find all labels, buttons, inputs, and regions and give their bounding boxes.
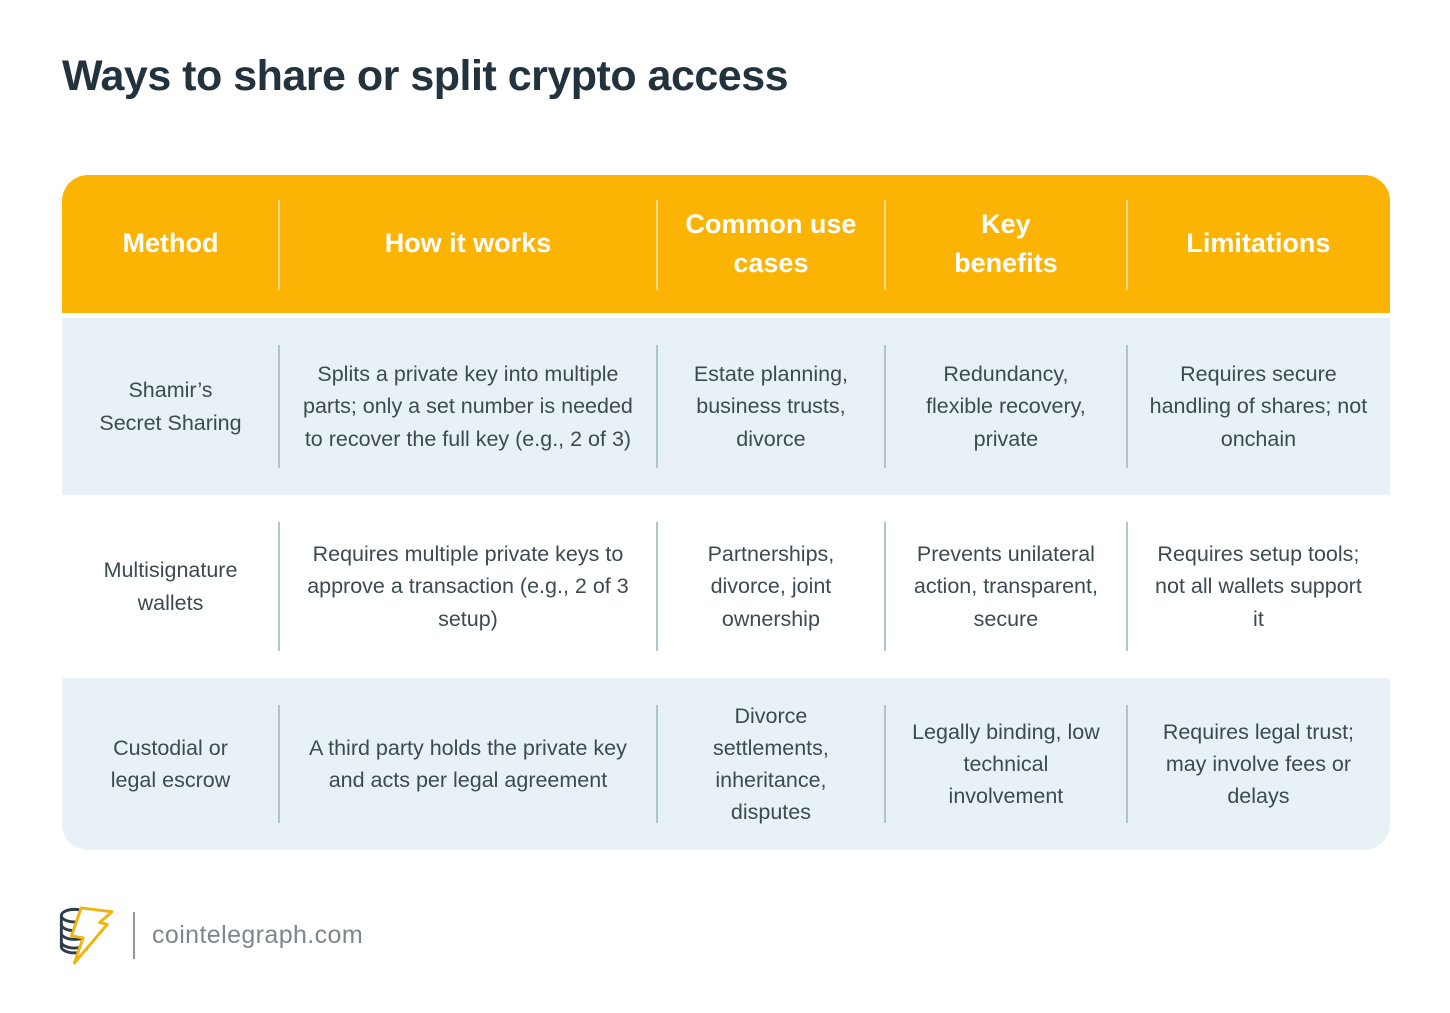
- table-row-shamirs-secret-sharing: Shamir’s Secret Sharing Splits a private…: [62, 318, 1390, 495]
- cell-benefits: Redundancy, flexible recovery, private: [885, 318, 1128, 495]
- footer-divider: [133, 911, 135, 959]
- header-cell-method: Method: [62, 175, 280, 313]
- header-label: Common use cases: [685, 208, 857, 278]
- cell-limitations: Requires secure handling of shares; not …: [1149, 362, 1368, 451]
- cell-use-cases: Divorce settlements, inheritance, disput…: [657, 678, 886, 850]
- cell-how-it-works: Requires multiple private keys to approv…: [279, 495, 658, 678]
- cell-use-cases: Estate planning, business trusts, divorc…: [657, 318, 886, 495]
- header-label: How it works: [384, 228, 552, 259]
- table-row-custodial-legal-escrow: Custodial or legal escrow A third party …: [62, 678, 1390, 850]
- page-title: Ways to share or split crypto access: [62, 52, 789, 100]
- site-url-label: cointelegraph.com: [152, 920, 364, 949]
- crypto-access-table: Method How it works Common use cases Key…: [62, 175, 1390, 850]
- header-label: Limitations: [1186, 228, 1331, 259]
- cell-how-it-works: Splits a private key into multiple parts…: [279, 318, 658, 495]
- table-row-multisignature-wallets: Multisignature wallets Requires multiple…: [62, 495, 1390, 678]
- cell-how-it-works: A third party holds the private key and …: [279, 678, 658, 850]
- cell-method: Custodial or legal escrow: [62, 678, 280, 850]
- cell-method: Shamir’s Secret Sharing: [62, 318, 280, 495]
- header-label: Method: [122, 228, 219, 259]
- cell-method: Multisignature wallets: [62, 495, 280, 678]
- cointelegraph-logo-icon: [57, 903, 115, 967]
- footer-branding: cointelegraph.com: [57, 903, 363, 967]
- cell-benefits: Legally binding, low technical involveme…: [885, 678, 1128, 850]
- header-cell-common-use-cases: Common use cases: [657, 175, 886, 313]
- header-cell-limitations: Limitations: [1127, 175, 1390, 313]
- header-cell-key-benefits: Key benefits: [885, 175, 1128, 313]
- header-cell-how-it-works: How it works: [279, 175, 658, 313]
- cell-limitations: Requires setup tools; not all wallets su…: [1155, 542, 1362, 631]
- cell-use-cases: Partnerships, divorce, joint ownership: [657, 495, 886, 678]
- cell-benefits: Prevents unilateral action, transparent,…: [885, 495, 1128, 678]
- header-label: Key benefits: [954, 208, 1058, 278]
- table-header-row: Method How it works Common use cases Key…: [62, 175, 1390, 313]
- cell-limitations: Requires legal trust; may involve fees o…: [1162, 719, 1355, 809]
